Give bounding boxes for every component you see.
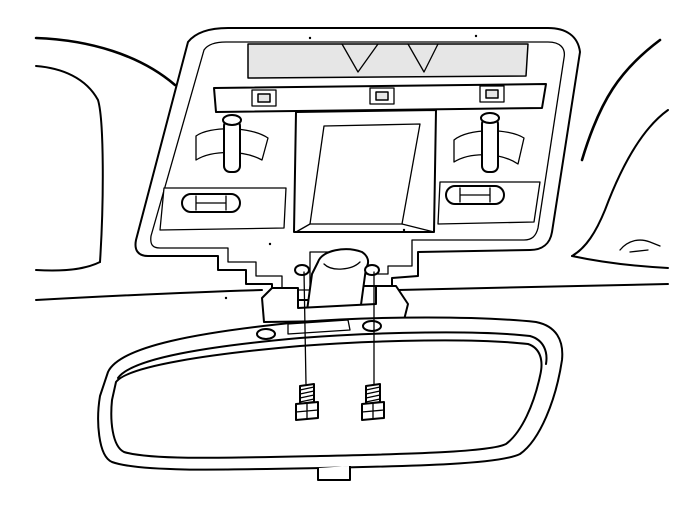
left-lower-clip (181, 193, 241, 213)
headliner-trim-left-bottom (35, 261, 101, 272)
bracket-dot (268, 242, 272, 246)
headliner-trim-left-inner (35, 65, 104, 263)
headliner-trim-right-upper (580, 38, 662, 162)
right-post-shaft (481, 117, 499, 173)
clip-slot (375, 91, 389, 101)
clip-slot (485, 89, 499, 99)
screw-right-head-detail (361, 402, 385, 420)
left-post-shaft (223, 119, 241, 173)
right-clip-detail (459, 187, 491, 203)
left-upper-post (195, 114, 269, 173)
headliner-trim-right-inner (571, 109, 669, 257)
console-bracket (134, 27, 581, 301)
mount-stem-curve (323, 261, 361, 270)
mirror-pad-left (256, 328, 276, 340)
clip-slot (257, 93, 271, 103)
bracket-dot (308, 36, 312, 40)
left-clip-detail (195, 195, 227, 211)
screws (295, 271, 385, 421)
mirror-pad-right (362, 320, 382, 332)
headliner-trim-right-bottom (571, 255, 669, 269)
right-lower-clip (445, 185, 505, 205)
mirror-bottom-tab (317, 466, 351, 481)
headliner (34, 36, 669, 301)
screw-left-thread-lines (299, 386, 315, 403)
bracket-dot (474, 34, 478, 38)
bracket-center-window (309, 123, 421, 225)
headliner-edge-right (397, 283, 669, 291)
screw-right-thread-lines (365, 386, 381, 403)
left-post-cap (222, 114, 242, 126)
left-screw-hole (294, 264, 310, 276)
headliner-edge-left (35, 289, 263, 301)
right-upper-post (453, 112, 525, 173)
bracket-dot (402, 228, 406, 232)
rail-clip-center (369, 87, 395, 105)
bracket-top-compartment (247, 43, 529, 79)
mirror-housing-lip (117, 331, 548, 379)
right-post-cap (480, 112, 500, 124)
bracket-dot (224, 296, 228, 300)
screw-right (361, 383, 385, 421)
screw-left (295, 383, 319, 421)
mirror-glass (110, 339, 543, 459)
rearview-mirror (97, 316, 564, 481)
bracket-top-ribs (341, 43, 439, 73)
screw-left-head-detail (295, 402, 319, 420)
right-screw-hole (364, 264, 380, 276)
mirror-pad-slot (287, 319, 351, 335)
leader-line-left (303, 271, 307, 385)
bracket-center-bevel (295, 223, 435, 233)
rail-clip-right (479, 85, 505, 103)
headliner-trim-left-upper (34, 36, 177, 87)
headliner-clip-right (619, 239, 661, 253)
rail-clip-left (251, 89, 277, 107)
